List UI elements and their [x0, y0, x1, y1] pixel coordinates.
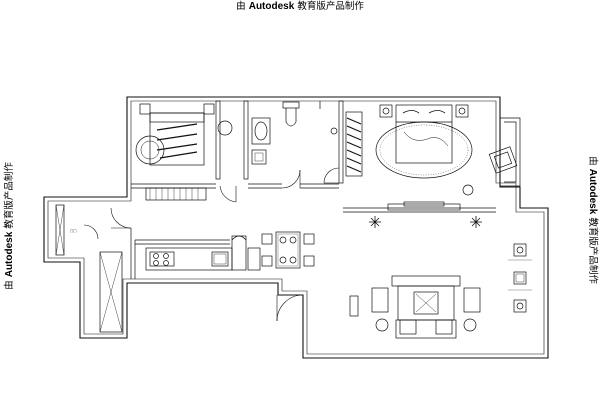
watermark-prefix: 由 [236, 1, 246, 12]
svg-text:□□: □□ [70, 229, 77, 233]
bathroom [251, 101, 338, 165]
bay-window [488, 117, 521, 187]
kitchen-counter [145, 235, 261, 271]
watermark-brand: Autodesk [248, 1, 295, 12]
tv-wall [369, 201, 482, 228]
wardrobe [345, 111, 363, 177]
entry-balcony: □□ [55, 204, 123, 333]
master-bedroom [375, 104, 474, 196]
dining-set [261, 231, 315, 269]
sofa-set [349, 275, 481, 339]
bedroom-1 [135, 103, 233, 201]
outer-walls [43, 96, 549, 359]
watermark-suffix: 教育版产品制作 [297, 1, 364, 12]
interior-walls [130, 100, 496, 279]
door-swings [83, 167, 340, 322]
side-furniture [508, 243, 532, 313]
watermark-top: 由 Autodesk 教育版产品制作 [0, 2, 600, 12]
